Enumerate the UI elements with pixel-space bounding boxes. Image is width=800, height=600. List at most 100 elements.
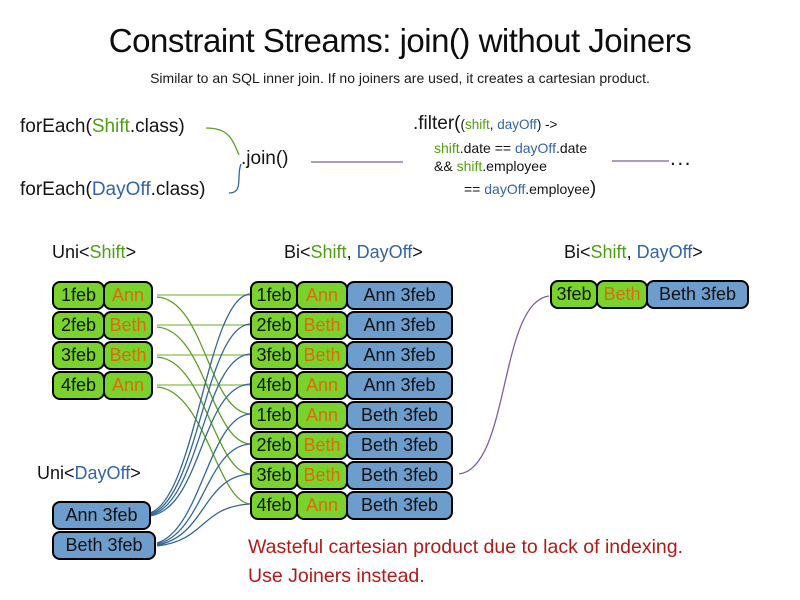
label-text: Uni< [37,463,75,483]
shift-date-cell: 3feb [550,280,598,309]
shift-date-cell: 4feb [250,371,298,400]
code-text: ) -> [536,117,558,132]
shift-date-cell: 2feb [52,311,105,340]
label-text: > [692,242,703,262]
dayoff-beth-curve4 [156,503,251,547]
code-text: , [489,117,498,132]
shift-employee-cell: Beth [296,341,348,370]
shift-employee-cell: Ann [296,371,348,400]
dayoff-cell: Ann 3feb [52,501,151,530]
dayoff-cell: Beth 3feb [646,280,749,309]
code-text: forEach( [20,116,92,137]
dayoff-table-row: Beth 3feb [52,531,156,560]
page-subtitle: Similar to an SQL inner join. If no join… [150,70,650,86]
shift-date-cell: 1feb [250,401,298,430]
match-to-result-curve [458,295,550,475]
dayoff-ann-curve1 [149,293,251,514]
shift-row3-curve [156,356,251,475]
dayoff-ann-curve2 [149,323,251,515]
shift-employee-cell: Ann [103,281,153,310]
code-text: && [434,158,457,174]
code-param-dayoff: dayOff [484,181,526,197]
code-text: .filter( [413,113,461,134]
label-text: , [626,242,637,262]
code-text: .class) [129,116,185,137]
shift-row4-curve [156,386,251,505]
code-param-shift: shift [456,158,483,174]
shift-date-cell: 1feb [250,281,298,310]
code-ellipsis: ... [670,147,693,170]
code-filter-head: .filter((shift, dayOff) -> [413,113,557,135]
dayoff-cell: Beth 3feb [346,491,453,520]
dayoff-cell: Beth 3feb [346,461,453,490]
shift-row2-curve [156,326,251,445]
code-shift-class: Shift [91,116,130,137]
dayoff-cell: Ann 3feb [346,341,453,370]
code-join: .join() [241,148,289,169]
shift-employee-cell: Beth [596,280,648,309]
bi-mid-label: Bi<Shift, DayOff> [284,242,423,263]
dayoff-cell: Beth 3feb [52,531,156,560]
shift-date-cell: 3feb [250,341,298,370]
bi-right-label: Bi<Shift, DayOff> [564,242,703,263]
code-param-dayoff: dayOff [514,140,556,156]
shift-employee-cell: Ann [296,491,348,520]
dayoff-beth-curve1 [156,413,251,544]
shift-date-cell: 4feb [52,371,105,400]
join-brace-dayoff-line [228,163,242,194]
dayoff-cell: Ann 3feb [346,311,453,340]
warning-line-1: Wasteful cartesian product due to lack o… [248,536,684,558]
code-text: .employee [482,158,547,174]
label-shift-type: Shift [89,242,126,262]
label-text: Bi< [284,242,311,262]
code-foreach-shift: forEach(Shift.class) [20,116,185,138]
shift-employee-cell: Beth [296,311,348,340]
label-shift-type: Shift [590,242,627,262]
code-param-shift: shift [465,117,490,132]
dayoff-table-row: Ann 3feb [52,501,151,530]
shift-employee-cell: Ann [296,281,348,310]
shift-employee-cell: Ann [103,371,153,400]
dayoff-cell: Beth 3feb [346,431,453,460]
dayoff-cell: Ann 3feb [346,281,453,310]
code-text: ( [460,117,466,132]
code-text: .employee [525,181,590,197]
dayoff-ann-curve3 [149,353,251,516]
uni-dayoff-label: Uni<DayOff> [37,463,141,484]
label-dayoff-type: DayOff [356,242,413,262]
shift-date-cell: 2feb [250,311,298,340]
label-dayoff-type: DayOff [636,242,693,262]
code-text: == [464,181,485,197]
shift-row1-curve [156,296,251,415]
code-text: .class) [150,179,206,200]
dayoff-cell: Ann 3feb [346,371,453,400]
dayoff-beth-curve2 [156,443,251,545]
join-brace-shift-line [205,127,240,156]
label-text: > [412,242,423,262]
code-text: .date [555,140,588,156]
label-text: Bi< [564,242,591,262]
code-text: ) [589,178,597,199]
shift-date-cell: 1feb [52,281,105,310]
warning-text: Wasteful cartesian product due to lack o… [248,533,683,590]
shift-date-cell: 3feb [250,461,298,490]
code-filter-line3: && shift.employee [434,158,547,174]
code-filter-line2: shift.date == dayOff.date [434,140,587,156]
shift-employee-cell: Beth [296,461,348,490]
code-foreach-dayoff: forEach(DayOff.class) [20,179,206,201]
shift-date-cell: 3feb [52,341,105,370]
label-text: > [130,463,141,483]
